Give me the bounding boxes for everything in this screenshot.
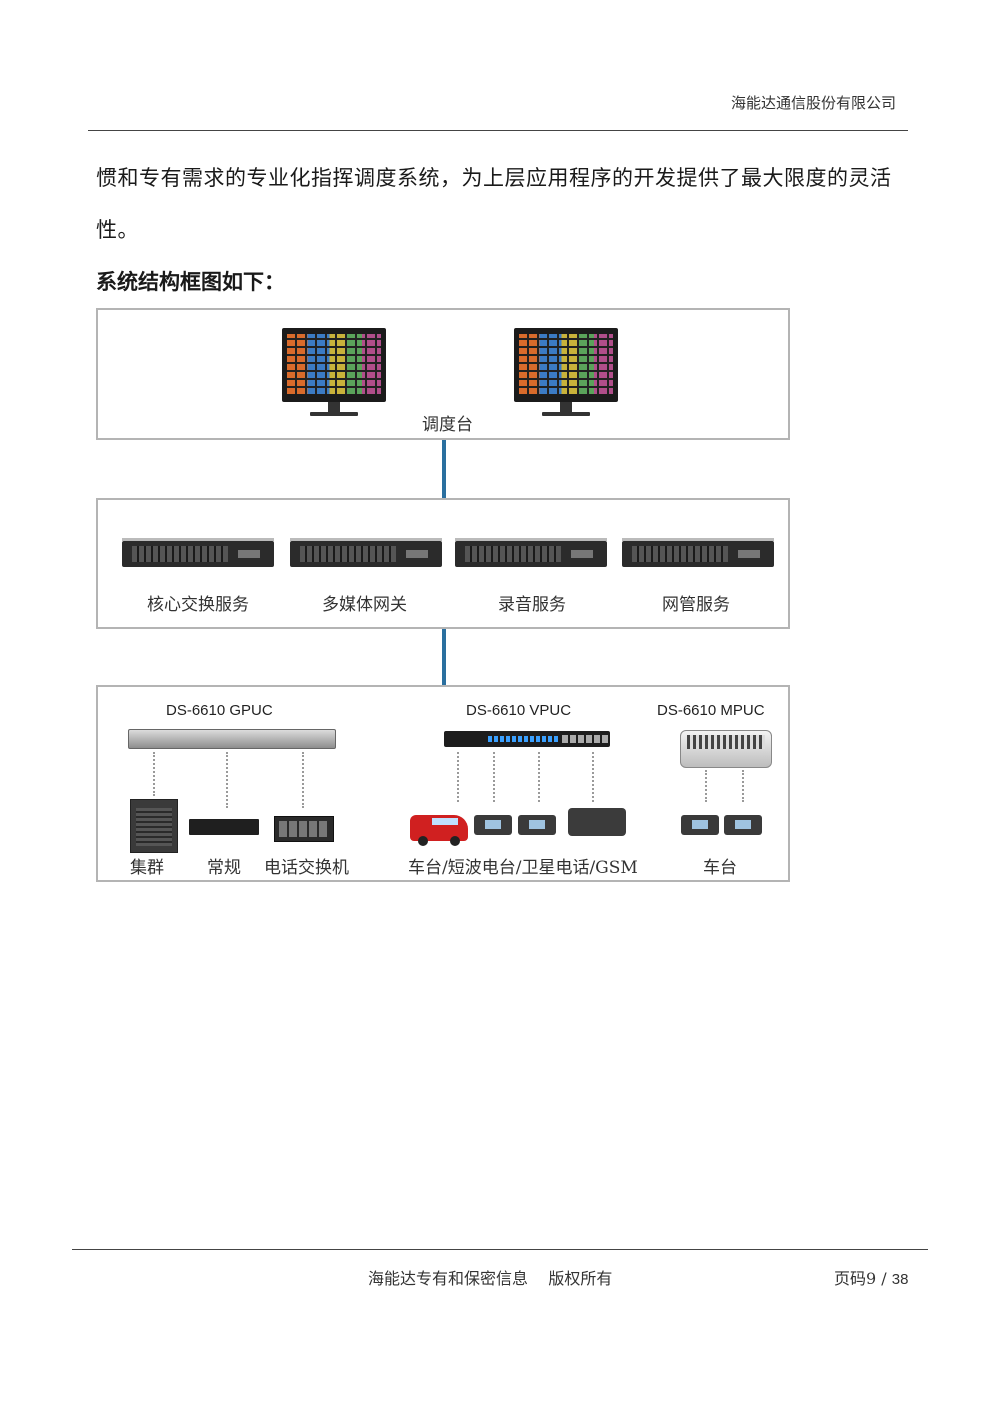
server-icon (455, 538, 607, 567)
dotted-link (493, 752, 495, 802)
server-icon (290, 538, 442, 567)
page-current: 页码9 (834, 1269, 877, 1288)
footer-confidential: 海能达专有和保密信息 版权所有 (368, 1269, 613, 1288)
header-divider (88, 130, 908, 131)
dotted-link (742, 770, 744, 802)
body-paragraph: 惯和专有需求的专业化指挥调度系统，为上层应用程序的开发提供了最大限度的灵活性。 (96, 166, 892, 242)
gpuc-unit-icon (128, 729, 336, 749)
connector-line (442, 629, 446, 685)
device-panel (96, 685, 790, 882)
mobile-radio-icon (518, 815, 556, 835)
page-total: 38 (891, 1271, 909, 1288)
server-label-media-gateway: 多媒体网关 (322, 595, 407, 615)
server-label-core-switch: 核心交换服务 (147, 595, 249, 615)
dotted-link (153, 752, 155, 796)
dotted-link (457, 752, 459, 802)
dotted-link (705, 770, 707, 802)
mobile-radio-icon (681, 815, 719, 835)
device-label-vehicle-radio: 车台 (703, 858, 737, 878)
server-label-network-mgmt: 网管服务 (662, 595, 730, 615)
device-label-conventional: 常规 (207, 858, 241, 878)
model-label-gpuc: DS-6610 GPUC (166, 702, 273, 719)
monitor-icon (282, 328, 386, 416)
server-label-recording: 录音服务 (498, 595, 566, 615)
console-panel (96, 308, 790, 440)
pbx-switch-icon (274, 816, 334, 842)
conventional-repeater-icon (189, 819, 259, 835)
device-label-trunking: 集群 (130, 858, 164, 878)
dotted-link (226, 752, 228, 808)
section-heading: 系统结构框图如下： (96, 270, 285, 294)
dotted-link (538, 752, 540, 802)
mobile-radio-icon (474, 815, 512, 835)
model-label-mpuc: DS-6610 MPUC (657, 702, 765, 719)
vehicle-icon (410, 815, 468, 846)
connector-line (442, 440, 446, 498)
server-icon (622, 538, 774, 567)
device-label-pbx: 电话交换机 (264, 858, 349, 878)
satellite-phone-icon (568, 808, 626, 836)
page-separator: / (876, 1269, 892, 1288)
header-company-name: 海能达通信股份有限公司 (730, 94, 896, 112)
monitor-icon (514, 328, 618, 416)
mobile-radio-icon (724, 815, 762, 835)
footer-divider (72, 1249, 928, 1250)
console-label: 调度台 (422, 415, 473, 435)
mpuc-unit-icon (680, 730, 772, 768)
dotted-link (302, 752, 304, 808)
server-icon (122, 538, 274, 567)
vpuc-unit-icon (444, 731, 610, 747)
page-number: 页码9 / 38 (834, 1265, 908, 1289)
device-label-vehicle-hf-sat-gsm: 车台/短波电台/卫星电话/GSM (408, 858, 638, 878)
model-label-vpuc: DS-6610 VPUC (466, 702, 572, 719)
dotted-link (592, 752, 594, 802)
trunking-rack-icon (130, 799, 178, 853)
